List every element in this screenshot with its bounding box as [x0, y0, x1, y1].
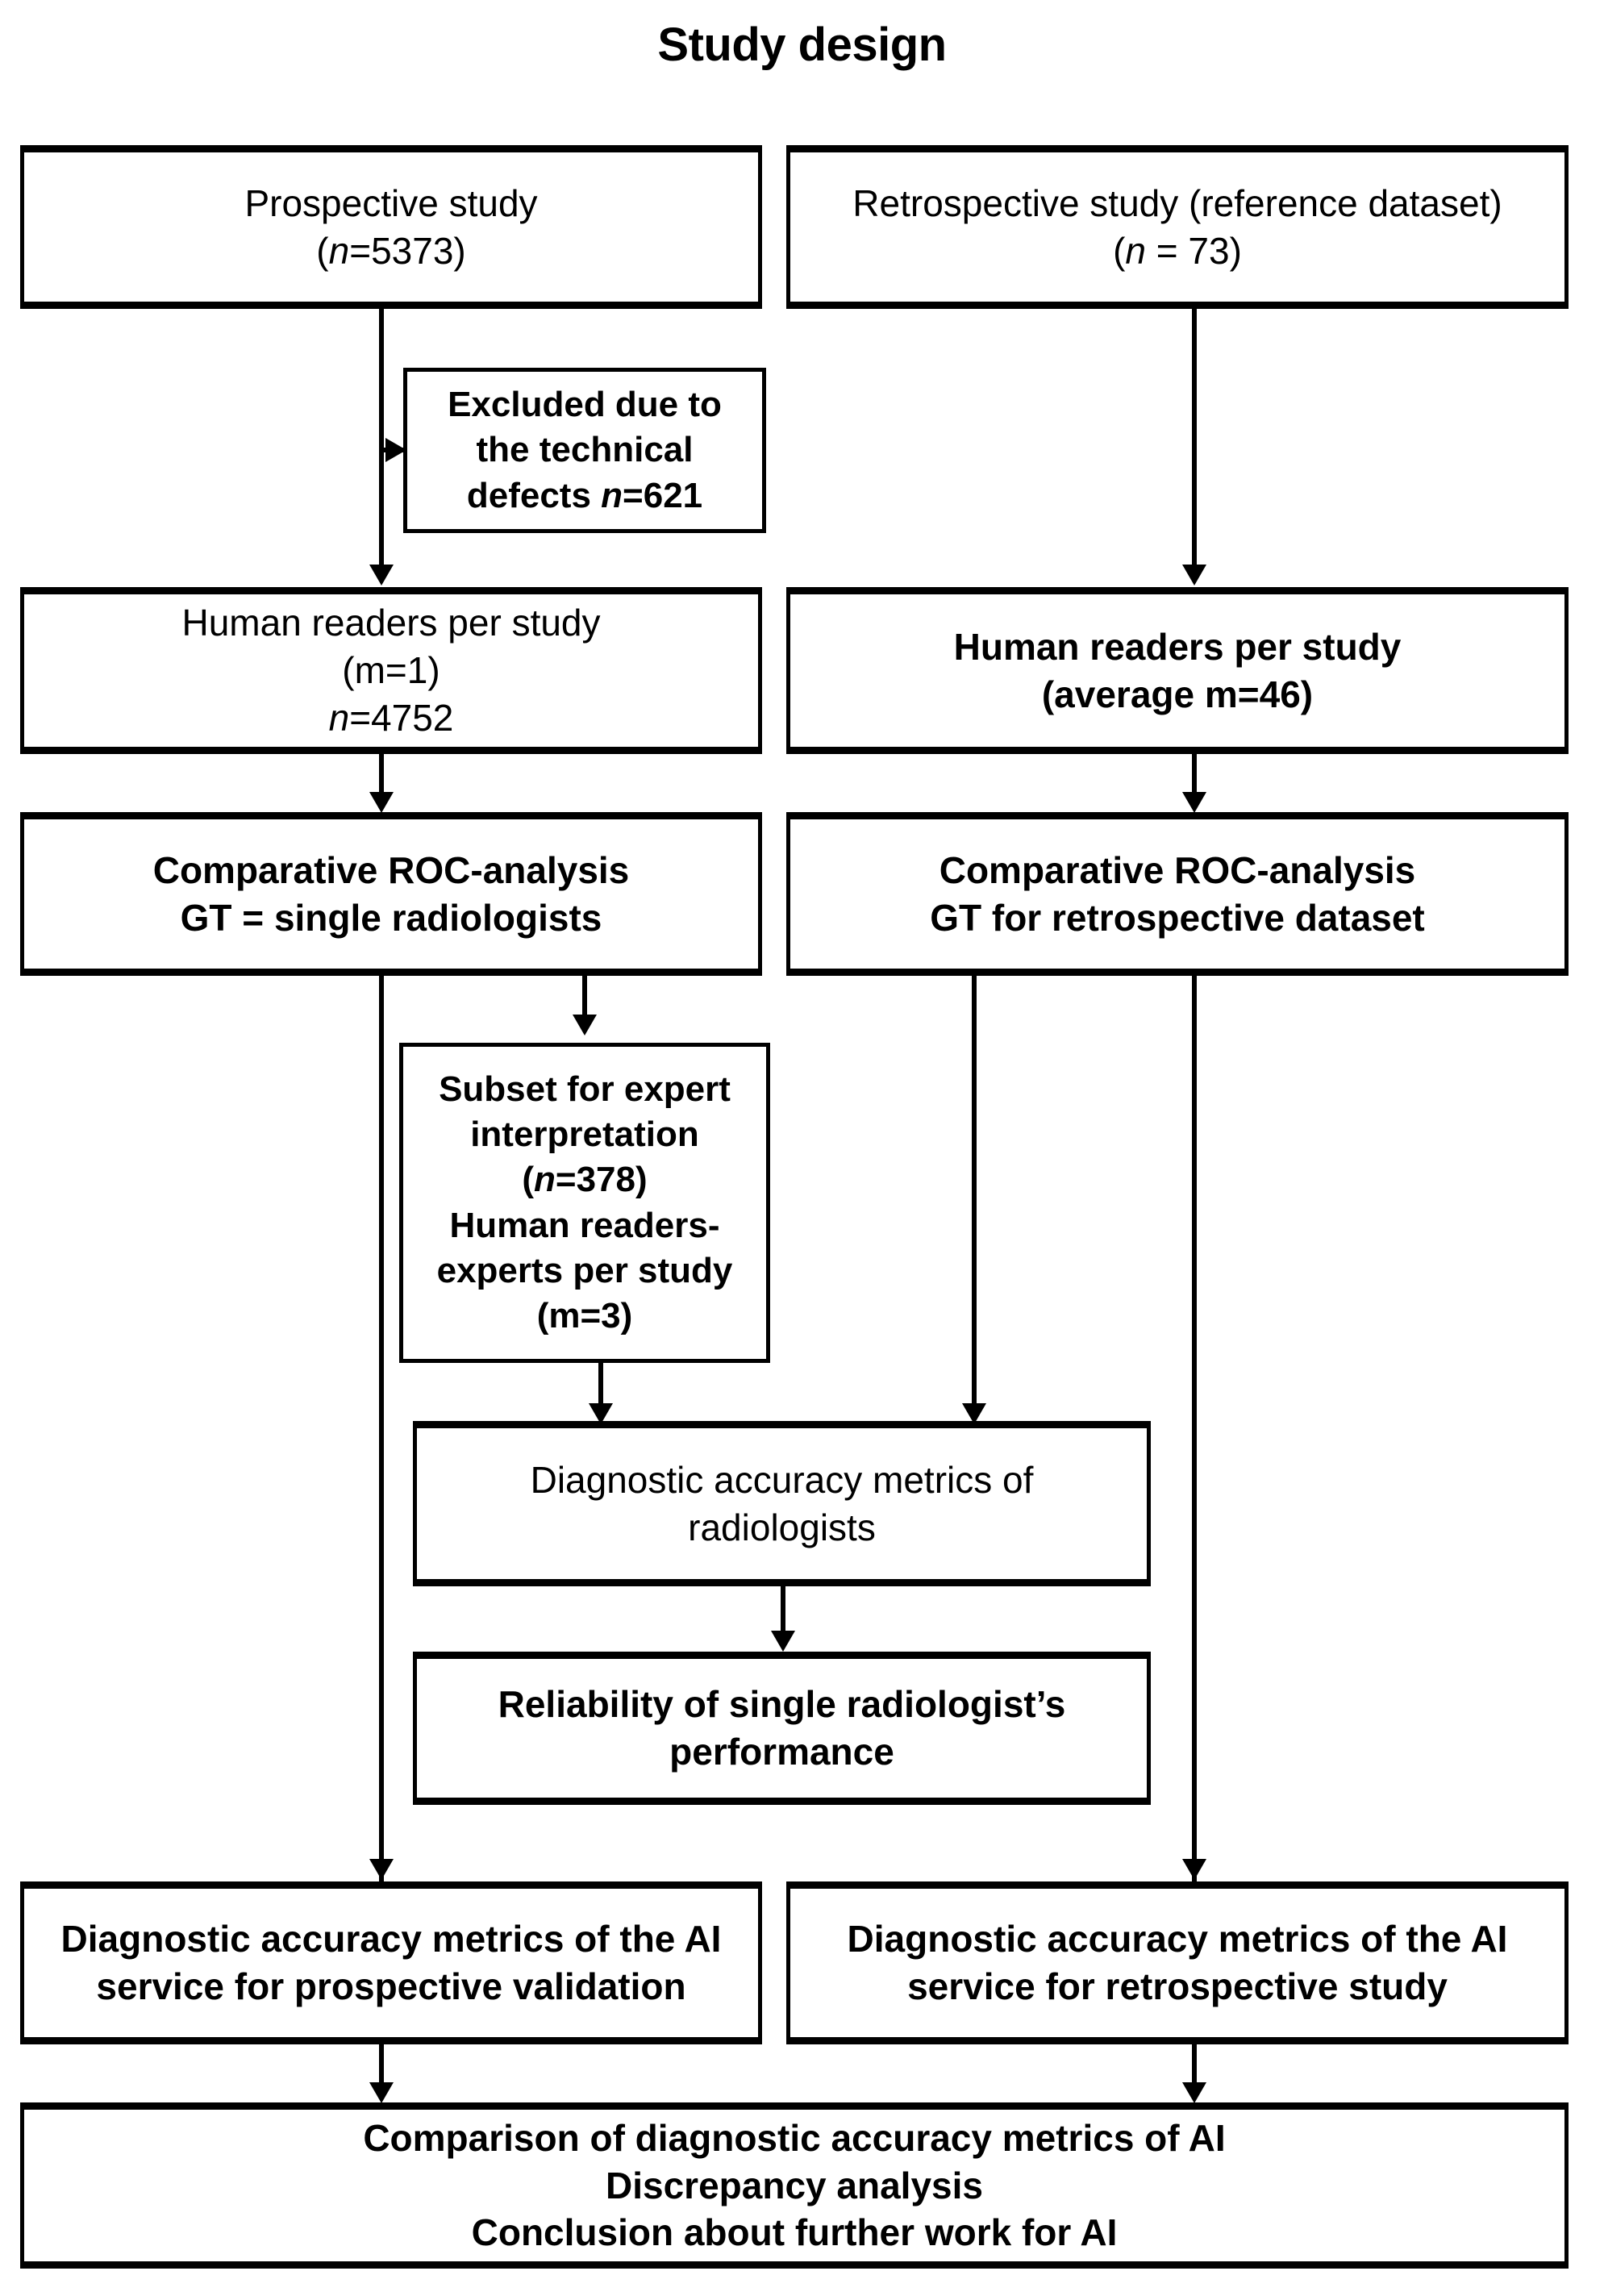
connector-roc-to-subset [582, 976, 587, 1023]
connector-subset-to-diag [598, 1363, 603, 1419]
connector-diag-to-reliability [781, 1586, 785, 1636]
arrowhead-ai-retrospective [1182, 1859, 1206, 1880]
connector-prospective-to-readers [379, 309, 384, 575]
node-retrospective-study[interactable]: Retrospective study (reference dataset) … [786, 145, 1569, 309]
page-title: Study design [657, 19, 947, 71]
node-subset-line-4: Human readers- [449, 1205, 720, 1245]
node-diag-radiologists-line-1: Diagnostic accuracy metrics of [530, 1458, 1034, 1501]
node-excluded-line-2: the technical [476, 430, 694, 470]
node-conclusion-line-1: Comparison of diagnostic accuracy metric… [363, 2116, 1226, 2159]
node-human-readers-prospective[interactable]: Human readers per study (m=1) n=4752 [20, 587, 762, 754]
arrowhead-reliability [771, 1631, 795, 1652]
node-ai-prospective-line-1: Diagnostic accuracy metrics of the AI [60, 1918, 722, 1961]
node-ai-retrospective-line-1: Diagnostic accuracy metrics of the AI [847, 1918, 1508, 1961]
node-subset-line-1: Subset for expert [439, 1069, 731, 1109]
node-readers-left-line-1: Human readers per study [181, 602, 601, 644]
node-reliability-line-2: performance [669, 1731, 894, 1773]
node-ai-metrics-prospective[interactable]: Diagnostic accuracy metrics of the AI se… [20, 1881, 762, 2044]
arrowhead-subset [573, 1015, 597, 1035]
node-ai-metrics-retrospective[interactable]: Diagnostic accuracy metrics of the AI se… [786, 1881, 1569, 2044]
node-subset-line-2: interpretation [470, 1114, 699, 1154]
node-readers-left-line-3: n=4752 [328, 696, 454, 739]
node-prospective-line-2: (n=5373) [316, 229, 466, 272]
node-roc-right-line-2: GT for retrospective dataset [930, 896, 1425, 939]
node-subset-line-6: (m=3) [536, 1296, 633, 1336]
node-subset-line-3: (n=378) [522, 1160, 648, 1200]
arrowhead-excluded [385, 438, 406, 462]
arrowhead-readers-right [1182, 565, 1206, 585]
arrowhead-diag-from-roc-right [962, 1403, 986, 1424]
arrowhead-roc-left [369, 792, 394, 813]
node-excluded-technical-defects[interactable]: Excluded due to the technical defects n=… [403, 368, 766, 533]
node-ai-retrospective-line-2: service for retrospective study [907, 1965, 1448, 2007]
node-prospective-study[interactable]: Prospective study (n=5373) [20, 145, 762, 309]
node-human-readers-retrospective[interactable]: Human readers per study (average m=46) [786, 587, 1569, 754]
arrowhead-conclusion-left [369, 2082, 394, 2103]
connector-roc-right-to-diag [972, 976, 977, 1419]
connector-retrospective-to-readers [1192, 309, 1197, 575]
connector-roc-left-trunk [379, 976, 384, 1895]
node-subset-line-5: experts per study [436, 1250, 733, 1290]
node-subset-expert-interpretation[interactable]: Subset for expert interpretation (n=378)… [399, 1043, 770, 1363]
node-conclusion-line-3: Conclusion about further work for AI [471, 2211, 1118, 2254]
connector-readers-to-roc-right [1192, 754, 1197, 801]
node-roc-right-line-1: Comparative ROC-analysis [939, 848, 1416, 891]
node-retrospective-line-1: Retrospective study (reference dataset) [852, 181, 1502, 224]
node-readers-left-line-2: (m=1) [342, 649, 440, 692]
node-reliability-line-1: Reliability of single radiologist’s [498, 1683, 1066, 1726]
arrowhead-diag-from-subset [589, 1403, 613, 1424]
node-roc-left-line-2: GT = single radiologists [180, 896, 602, 939]
node-excluded-line-3: defects n=621 [466, 475, 703, 515]
node-roc-left-line-1: Comparative ROC-analysis [152, 848, 630, 891]
arrowhead-roc-right [1182, 792, 1206, 813]
connector-ai-retrospective-to-conclusion [1192, 2044, 1197, 2093]
node-reliability-single-radiologist[interactable]: Reliability of single radiologist’s perf… [413, 1652, 1151, 1805]
connector-readers-to-roc-left [379, 754, 384, 801]
connector-ai-prospective-to-conclusion [379, 2044, 384, 2093]
node-excluded-line-1: Excluded due to [448, 385, 722, 425]
node-prospective-line-1: Prospective study [244, 181, 538, 224]
node-readers-right-line-1: Human readers per study [953, 625, 1402, 668]
node-retrospective-line-2: (n = 73) [1113, 229, 1242, 272]
node-ai-prospective-line-2: service for prospective validation [96, 1965, 686, 2007]
arrowhead-readers-left [369, 565, 394, 585]
node-conclusion-line-2: Discrepancy analysis [606, 2164, 983, 2206]
node-diag-radiologists-line-2: radiologists [688, 1506, 876, 1548]
connector-roc-right-trunk [1192, 976, 1197, 1895]
node-roc-analysis-prospective[interactable]: Comparative ROC-analysis GT = single rad… [20, 812, 762, 976]
node-roc-analysis-retrospective[interactable]: Comparative ROC-analysis GT for retrospe… [786, 812, 1569, 976]
arrowhead-ai-prospective [369, 1859, 394, 1880]
arrowhead-conclusion-right [1182, 2082, 1206, 2103]
node-conclusion[interactable]: Comparison of diagnostic accuracy metric… [20, 2102, 1569, 2269]
node-readers-right-line-2: (average m=46) [1041, 673, 1314, 715]
node-diagnostic-accuracy-radiologists[interactable]: Diagnostic accuracy metrics of radiologi… [413, 1421, 1151, 1586]
